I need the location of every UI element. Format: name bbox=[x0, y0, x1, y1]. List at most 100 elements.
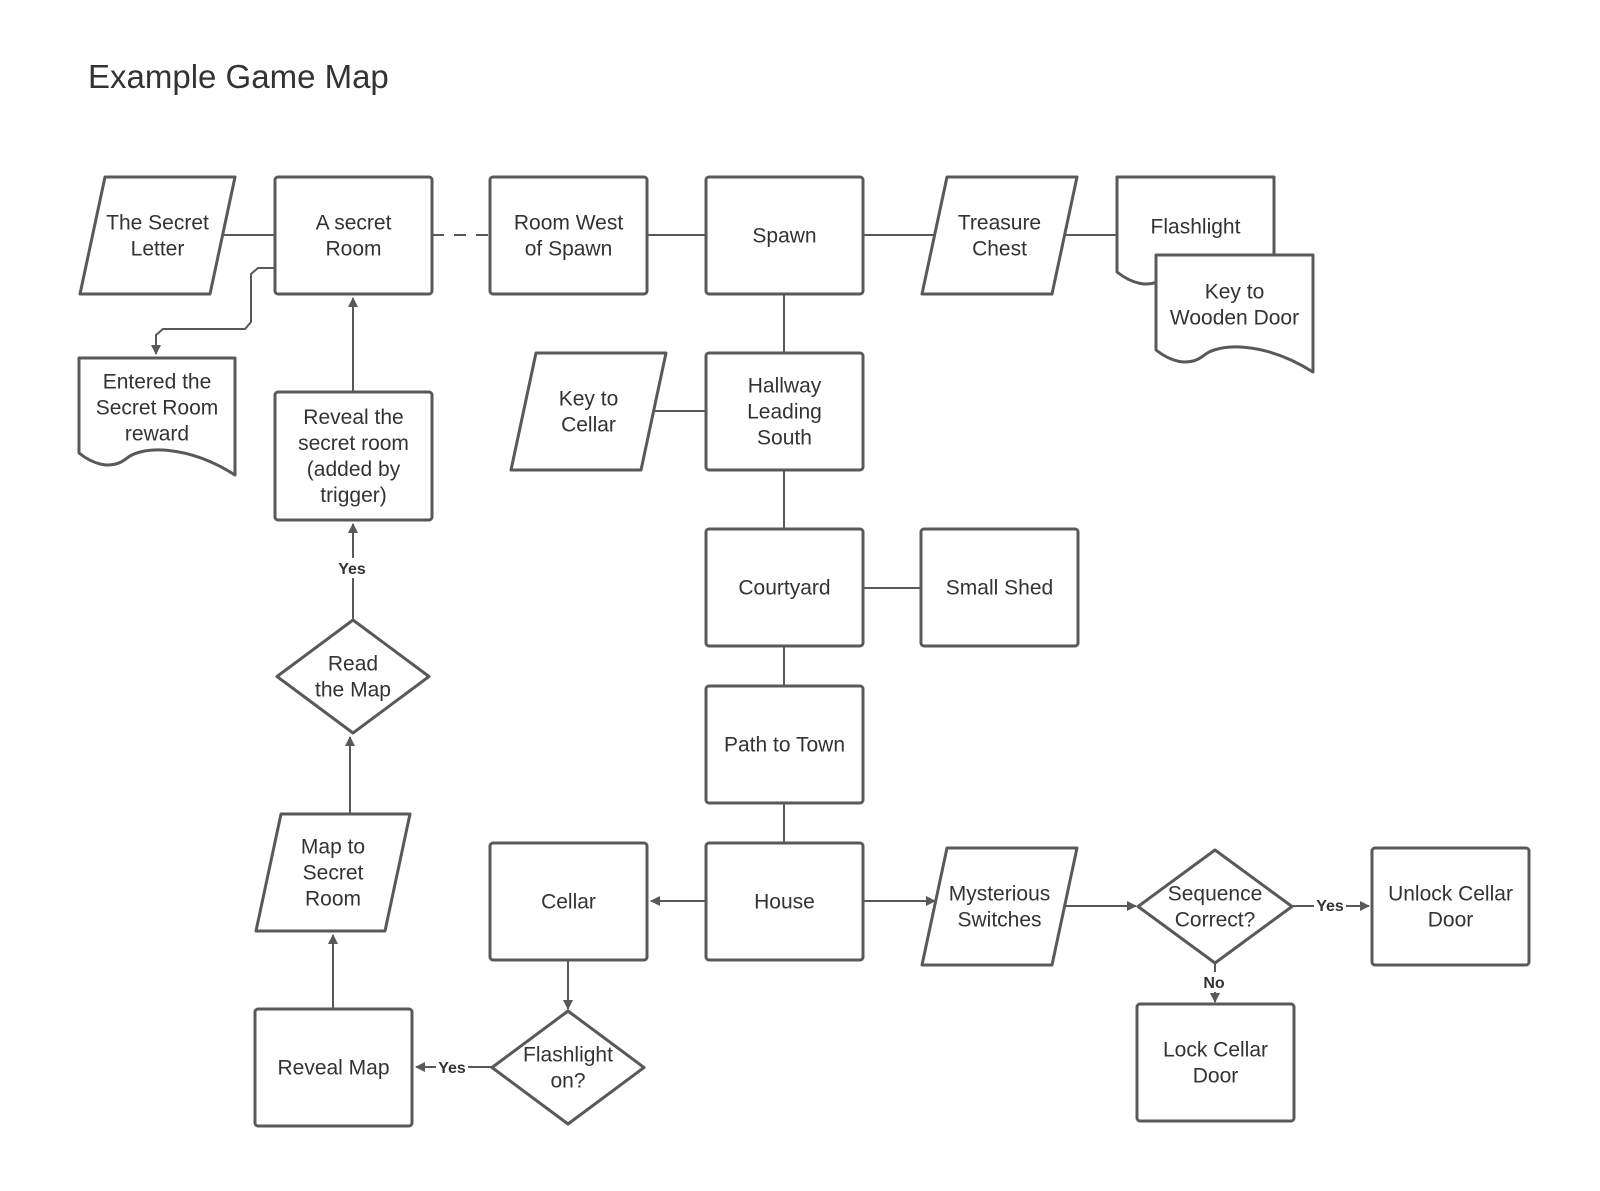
decision-diamond bbox=[1136, 848, 1294, 965]
process-box bbox=[273, 175, 434, 296]
node-key-cellar: Key to Cellar bbox=[509, 351, 668, 472]
node-label-line: Cellar bbox=[561, 414, 616, 437]
data-parallelogram bbox=[920, 846, 1079, 967]
node-label-line: Door bbox=[1428, 909, 1474, 932]
node-courtyard: Courtyard bbox=[704, 527, 865, 648]
node-label-line: Flashlight bbox=[1151, 216, 1241, 239]
node-label-line: Secret bbox=[303, 862, 364, 885]
node-reveal-map: Reveal Map bbox=[253, 1007, 414, 1128]
node-label-line: the Map bbox=[315, 679, 391, 702]
edge-label-bg bbox=[336, 558, 368, 578]
node-label-line: Secret Room bbox=[96, 397, 219, 420]
node-reveal-room: Reveal the secret room (added by trigger) bbox=[273, 390, 434, 522]
data-parallelogram bbox=[78, 175, 237, 296]
node-label-line: A secret bbox=[316, 212, 392, 235]
node-label-line: Key to bbox=[559, 388, 619, 411]
edge-label-bg bbox=[1314, 895, 1346, 915]
node-label-line: Key to bbox=[1205, 281, 1265, 304]
decision-diamond bbox=[490, 1009, 646, 1126]
node-label-line: Reveal Map bbox=[277, 1057, 389, 1080]
node-spawn: Spawn bbox=[704, 175, 865, 296]
node-label-line: Spawn bbox=[752, 225, 816, 248]
process-box bbox=[704, 175, 865, 296]
process-box bbox=[704, 684, 865, 805]
process-box bbox=[273, 390, 434, 522]
node-label-line: The Secret bbox=[106, 212, 209, 235]
data-parallelogram bbox=[920, 175, 1079, 296]
edge-label-yes: Yes bbox=[438, 1060, 466, 1077]
node-label-line: Lock Cellar bbox=[1163, 1039, 1268, 1062]
process-box bbox=[704, 527, 865, 648]
data-parallelogram bbox=[509, 351, 668, 472]
node-label-line: Room bbox=[325, 238, 381, 261]
node-label-line: Path to Town bbox=[724, 734, 845, 757]
node-room-west: Room West of Spawn bbox=[488, 175, 649, 296]
node-house: House bbox=[704, 841, 865, 962]
node-label-line: Switches bbox=[957, 909, 1041, 932]
node-label-line: Hallway bbox=[748, 375, 822, 398]
node-label-line: of Spawn bbox=[525, 238, 613, 261]
node-label-line: Sequence bbox=[1168, 883, 1263, 906]
process-box bbox=[488, 841, 649, 962]
data-parallelogram bbox=[254, 812, 412, 933]
node-label-line: trigger) bbox=[320, 484, 387, 507]
node-key-wooden: Key to Wooden Door bbox=[1154, 253, 1315, 374]
node-label-line: Reveal the bbox=[303, 406, 403, 429]
node-label-line: Leading bbox=[747, 401, 822, 424]
process-box bbox=[919, 527, 1080, 648]
node-label-line: Mysterious bbox=[949, 883, 1051, 906]
node-label-line: Cellar bbox=[541, 891, 596, 914]
node-label-line: Room West bbox=[514, 212, 623, 235]
document-shape bbox=[1154, 253, 1315, 374]
process-box bbox=[253, 1007, 414, 1128]
node-read-map: Read the Map bbox=[275, 618, 431, 735]
node-label-line: Correct? bbox=[1175, 909, 1256, 932]
node-label-line: (added by bbox=[307, 458, 401, 481]
node-label-line: South bbox=[757, 427, 812, 450]
node-label-line: Unlock Cellar bbox=[1388, 883, 1513, 906]
node-label-line: Small Shed bbox=[946, 577, 1053, 600]
node-label-line: Wooden Door bbox=[1170, 307, 1299, 330]
process-box bbox=[704, 351, 865, 472]
edge-label-no: No bbox=[1203, 975, 1225, 992]
document-shape bbox=[77, 356, 237, 477]
edge-secret-room-to-entered-reward bbox=[151, 267, 275, 355]
node-label-line: on? bbox=[550, 1070, 585, 1093]
process-box bbox=[1370, 846, 1531, 967]
edge-label-yes: Yes bbox=[1316, 898, 1344, 915]
node-label-line: Room bbox=[305, 888, 361, 911]
node-cellar: Cellar bbox=[488, 841, 649, 962]
decision-diamond bbox=[275, 618, 431, 735]
node-label-line: House bbox=[754, 891, 815, 914]
node-label-line: Courtyard bbox=[738, 577, 830, 600]
node-label-line: Letter bbox=[131, 238, 185, 261]
node-label-line: Chest bbox=[972, 238, 1027, 261]
edge-label-bg bbox=[436, 1057, 468, 1077]
process-box bbox=[488, 175, 649, 296]
node-label-line: Flashlight bbox=[523, 1044, 613, 1067]
process-box bbox=[704, 841, 865, 962]
edge-label-bg bbox=[1198, 972, 1230, 992]
node-path-town: Path to Town bbox=[704, 684, 865, 805]
process-box bbox=[1135, 1002, 1296, 1123]
node-label-line: Entered the bbox=[103, 371, 212, 394]
node-label-line: reward bbox=[125, 423, 189, 446]
node-label-line: Map to bbox=[301, 836, 365, 859]
node-label-line: Read bbox=[328, 653, 378, 676]
node-label-line: Treasure bbox=[958, 212, 1041, 235]
node-label-line: secret room bbox=[298, 432, 409, 455]
node-flashlight-on: Flashlight on? bbox=[490, 1009, 646, 1126]
edge-label-yes: Yes bbox=[338, 561, 366, 578]
node-small-shed: Small Shed bbox=[919, 527, 1080, 648]
